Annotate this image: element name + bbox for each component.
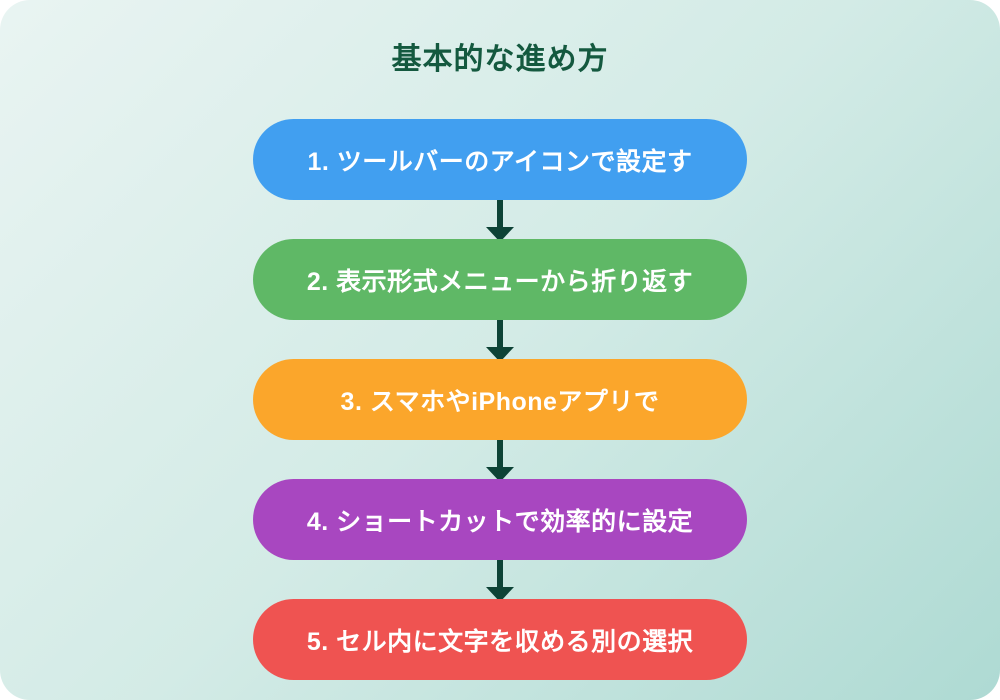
step-label-1: 1. ツールバーのアイコンで設定す xyxy=(307,147,693,176)
arrow-down-icon xyxy=(485,200,515,242)
step-pill-2: 2. 表示形式メニューから折り返す xyxy=(253,239,747,320)
page-title: 基本的な進め方 xyxy=(391,43,609,76)
step-pill-1: 1. ツールバーのアイコンで設定す xyxy=(253,119,747,200)
arrow-down-icon xyxy=(485,560,515,602)
arrow-down-icon xyxy=(485,320,515,362)
step-label-5: 5. セル内に文字を収める別の選択 xyxy=(306,627,694,656)
step-label-4: 4. ショートカットで効率的に設定 xyxy=(306,507,694,536)
step-pill-5: 5. セル内に文字を収める別の選択 xyxy=(253,599,747,680)
step-pill-4: 4. ショートカットで効率的に設定 xyxy=(253,479,747,560)
arrow-down-icon xyxy=(485,440,515,482)
step-pill-3: 3. スマホやiPhoneアプリで xyxy=(253,359,747,440)
step-label-2: 2. 表示形式メニューから折り返す xyxy=(306,267,694,296)
step-label-3: 3. スマホやiPhoneアプリで xyxy=(340,387,660,416)
